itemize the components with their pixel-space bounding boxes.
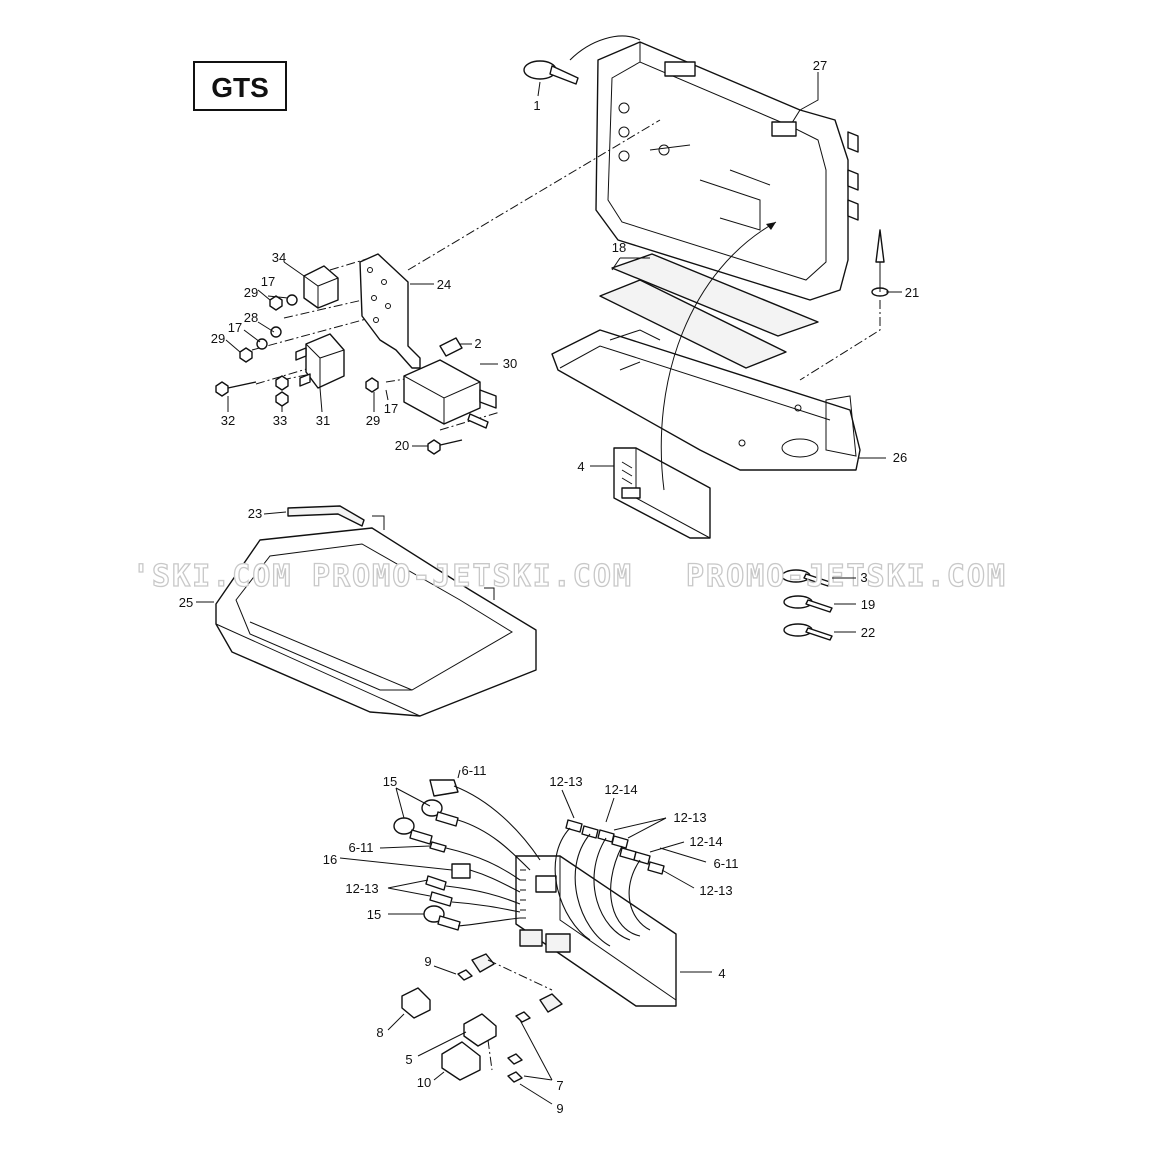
part-30-coil <box>403 359 497 429</box>
callout-2: 2 <box>474 336 481 351</box>
harness-terminals <box>393 779 665 931</box>
part-31-solenoid <box>295 333 345 389</box>
part-21-rivet <box>871 229 889 297</box>
callout-17c: 17 <box>384 401 398 416</box>
callout-15b: 15 <box>367 907 381 922</box>
alignment-line-i <box>439 411 501 431</box>
callout-6-11a: 6-11 <box>461 763 486 778</box>
part-26-cover <box>551 329 861 471</box>
callout-30: 30 <box>503 356 517 371</box>
watermark-left: 'SKI.COM <box>132 559 293 594</box>
part-3-clamp <box>781 569 831 587</box>
model-badge: GTS <box>193 61 287 111</box>
part-34-relay <box>303 265 339 309</box>
callout-12-13c: 12-13 <box>699 883 732 898</box>
callout-9a: 9 <box>424 954 431 969</box>
hardware-small <box>215 294 463 455</box>
callout-15a: 15 <box>383 774 397 789</box>
callout-4-upper: 4 <box>577 459 584 474</box>
callout-22: 22 <box>861 625 875 640</box>
callout-29a: 29 <box>244 285 258 300</box>
callout-32: 32 <box>221 413 235 428</box>
callout-12-13a: 12-13 <box>549 774 582 789</box>
alignment-line-a <box>407 119 661 271</box>
callout-23: 23 <box>248 506 262 521</box>
callout-34: 34 <box>272 250 286 265</box>
harness-wires <box>445 785 651 947</box>
callout-18: 18 <box>612 240 626 255</box>
callout-27: 27 <box>813 58 827 73</box>
callout-24: 24 <box>437 277 451 292</box>
callout-20: 20 <box>395 438 409 453</box>
callout-12-14b: 12-14 <box>689 834 722 849</box>
part-19-clamp <box>783 595 833 613</box>
callout-12-13d: 12-13 <box>345 881 378 896</box>
part-27-housing <box>569 35 859 301</box>
leader-lines <box>196 72 902 1105</box>
callout-17b: 17 <box>228 320 242 335</box>
callout-21: 21 <box>905 285 919 300</box>
callout-19: 19 <box>861 597 875 612</box>
model-badge-text: GTS <box>211 72 269 103</box>
callout-1: 1 <box>533 98 540 113</box>
callout-6-11c: 6-11 <box>348 840 373 855</box>
callout-5: 5 <box>405 1052 412 1067</box>
part-23-strips <box>287 505 365 527</box>
part-4-module-upper <box>613 447 711 539</box>
callout-7: 7 <box>556 1078 563 1093</box>
callout-33: 33 <box>273 413 287 428</box>
callout-12-14a: 12-14 <box>604 782 637 797</box>
part-1-zip-tie <box>523 60 579 97</box>
part-22-clamp <box>783 623 833 641</box>
part-2-spacer <box>439 337 463 357</box>
callout-8: 8 <box>376 1025 383 1040</box>
watermark: 'SKI.COM PROMO-JETSKI.COM PROMO-JETSKI.C… <box>131 558 1007 594</box>
alignment-line-b <box>799 300 881 381</box>
part-18-pads <box>599 253 819 369</box>
callout-17a: 17 <box>261 274 275 289</box>
install-arrow <box>660 221 777 491</box>
callout-16: 16 <box>323 852 337 867</box>
watermark-center: PROMO-JETSKI.COM <box>312 559 633 594</box>
callout-12-13b: 12-13 <box>673 810 706 825</box>
callout-4-lower: 4 <box>718 966 725 981</box>
callout-26: 26 <box>893 450 907 465</box>
callout-labels: 1 27 18 21 34 24 17 29 28 17 29 2 30 32 … <box>179 58 919 1116</box>
part-25-tray <box>215 515 537 717</box>
callout-9b: 9 <box>556 1101 563 1116</box>
lower-connectors <box>401 953 563 1083</box>
part-24-bracket <box>359 253 421 369</box>
watermark-right: PROMO-JETSKI.COM <box>686 559 1007 594</box>
callout-29b: 29 <box>211 331 225 346</box>
callout-6-11b: 6-11 <box>713 856 738 871</box>
part-4-module-lower <box>515 855 677 1007</box>
callout-3: 3 <box>860 570 867 585</box>
alignment-line-e <box>251 317 371 351</box>
callout-10: 10 <box>417 1075 431 1090</box>
callout-29c: 29 <box>366 413 380 428</box>
callout-31: 31 <box>316 413 330 428</box>
callout-28: 28 <box>244 310 258 325</box>
callout-25: 25 <box>179 595 193 610</box>
